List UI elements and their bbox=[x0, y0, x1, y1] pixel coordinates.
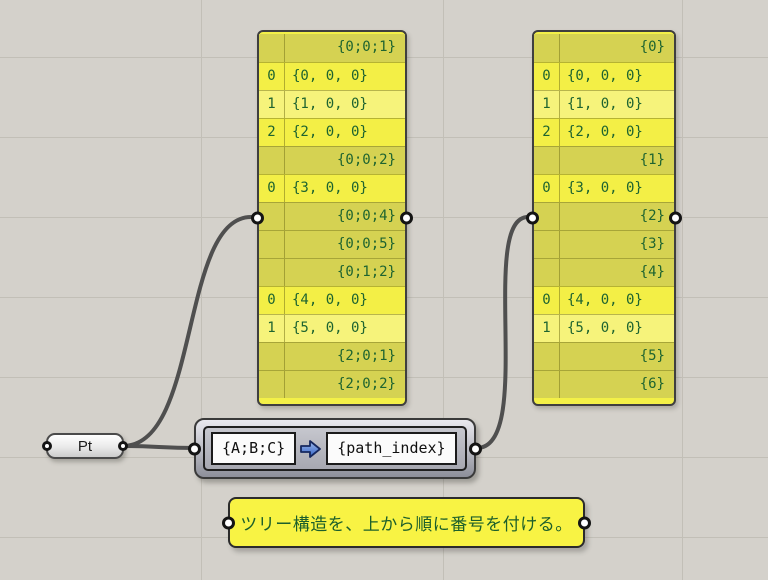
path-mapper-component[interactable]: {A;B;C} {path_index} bbox=[188, 418, 482, 479]
output-grip[interactable] bbox=[669, 211, 682, 225]
tree-branch-path-row: {5} bbox=[534, 342, 674, 370]
grid-line bbox=[682, 0, 683, 580]
output-grip[interactable] bbox=[578, 516, 591, 529]
target-mask-box[interactable]: {path_index} bbox=[326, 432, 457, 465]
tree-branch-path-row: {4} bbox=[534, 258, 674, 286]
panel-input-tree[interactable]: {0;0;1}0{0, 0, 0}1{1, 0, 0}2{2, 0, 0}{0;… bbox=[251, 30, 413, 406]
data-item-row: 0{3, 0, 0} bbox=[259, 174, 405, 202]
output-grip[interactable] bbox=[400, 211, 413, 225]
data-item-row: 2{2, 0, 0} bbox=[534, 118, 674, 146]
arrow-right-icon bbox=[300, 439, 322, 458]
wire-path-mapper-to-right-panel[interactable] bbox=[475, 215, 530, 450]
panel-renumbered-tree[interactable]: {0}0{0, 0, 0}1{1, 0, 0}2{2, 0, 0}{1}0{3,… bbox=[526, 30, 682, 406]
tree-branch-path-row: {0;0;1} bbox=[259, 34, 405, 62]
tree-branch-path-row: {0;0;2} bbox=[259, 146, 405, 174]
data-item-row: 1{1, 0, 0} bbox=[534, 90, 674, 118]
data-item-row: 0{0, 0, 0} bbox=[259, 62, 405, 90]
tree-branch-path-row: {0;0;4} bbox=[259, 202, 405, 230]
data-item-row: 0{0, 0, 0} bbox=[534, 62, 674, 90]
data-item-row: 0{3, 0, 0} bbox=[534, 174, 674, 202]
tree-branch-path-row: {3} bbox=[534, 230, 674, 258]
pt-label: Pt bbox=[77, 437, 93, 455]
tree-branch-path-row: {2;0;2} bbox=[259, 370, 405, 398]
tree-branch-path-row: {6} bbox=[534, 370, 674, 398]
tree-branch-path-row: {1} bbox=[534, 146, 674, 174]
input-grip[interactable] bbox=[526, 211, 539, 225]
wire-pt-to-left-panel[interactable] bbox=[121, 215, 253, 448]
data-item-row: 1{5, 0, 0} bbox=[534, 314, 674, 342]
note-panel[interactable]: ツリー構造を、上から順に番号を付ける。 bbox=[222, 497, 591, 548]
panel-rows: {0}0{0, 0, 0}1{1, 0, 0}2{2, 0, 0}{1}0{3,… bbox=[534, 34, 674, 398]
tree-branch-path-row: {0;0;5} bbox=[259, 230, 405, 258]
panel-rows: {0;0;1}0{0, 0, 0}1{1, 0, 0}2{2, 0, 0}{0;… bbox=[259, 34, 405, 398]
input-grip[interactable] bbox=[188, 442, 201, 455]
data-item-row: 0{4, 0, 0} bbox=[259, 286, 405, 314]
input-grip[interactable] bbox=[222, 516, 235, 529]
output-grip[interactable] bbox=[469, 442, 482, 455]
data-item-row: 2{2, 0, 0} bbox=[259, 118, 405, 146]
wire-pt-to-path-mapper[interactable] bbox=[121, 444, 198, 450]
data-item-row: 1{1, 0, 0} bbox=[259, 90, 405, 118]
source-mask-box[interactable]: {A;B;C} bbox=[211, 432, 297, 465]
input-grip[interactable] bbox=[251, 211, 264, 225]
tree-branch-path-row: {2} bbox=[534, 202, 674, 230]
tree-branch-path-row: {0;1;2} bbox=[259, 258, 405, 286]
path-mapper-frame: {A;B;C} {path_index} bbox=[203, 426, 467, 471]
grid-line bbox=[443, 0, 444, 580]
data-item-row: 1{5, 0, 0} bbox=[259, 314, 405, 342]
tree-branch-path-row: {2;0;1} bbox=[259, 342, 405, 370]
data-item-row: 0{4, 0, 0} bbox=[534, 286, 674, 314]
point-parameter-capsule[interactable]: Pt bbox=[42, 433, 128, 459]
output-grip[interactable] bbox=[118, 441, 128, 451]
tree-branch-path-row: {0} bbox=[534, 34, 674, 62]
input-grip[interactable] bbox=[42, 441, 52, 451]
note-text: ツリー構造を、上から順に番号を付ける。 bbox=[240, 515, 573, 535]
